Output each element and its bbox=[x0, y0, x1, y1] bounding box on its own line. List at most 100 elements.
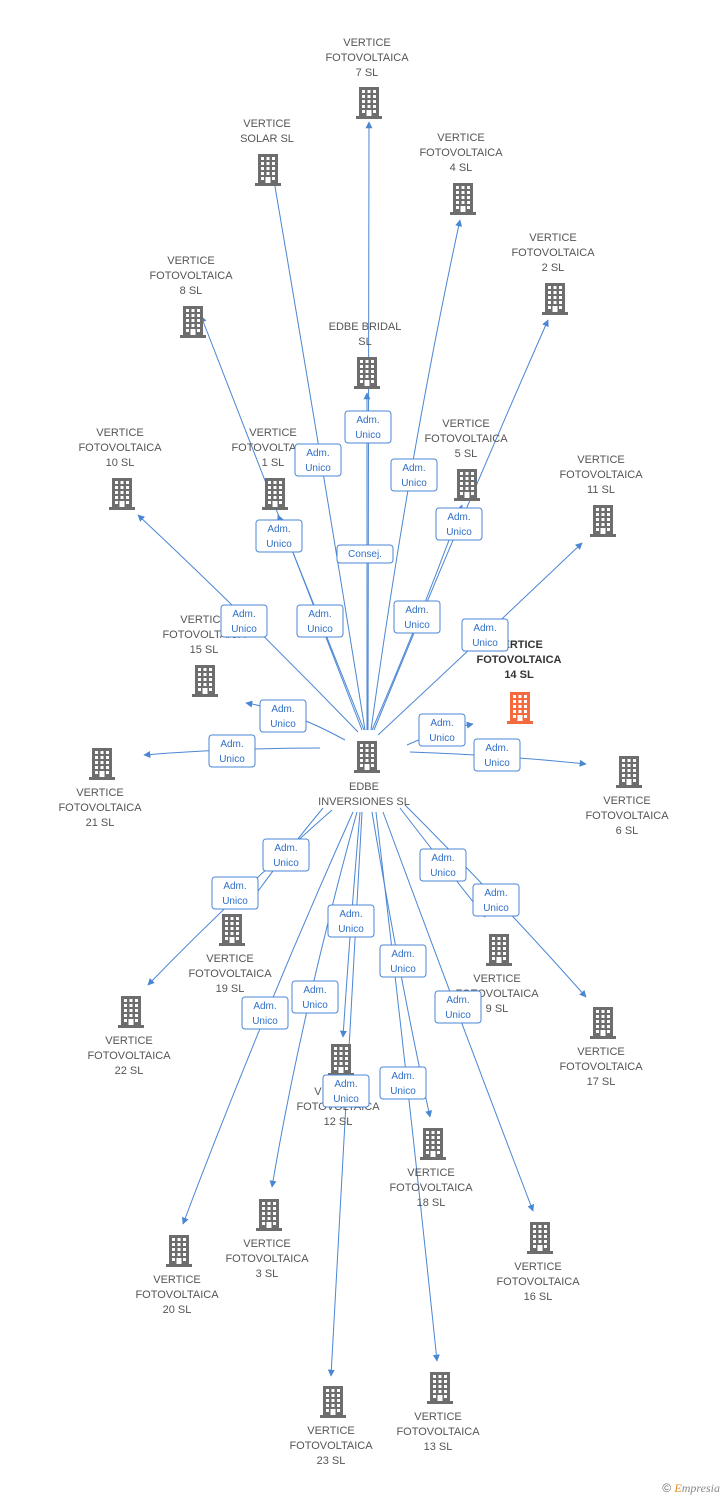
company-label-line: FOTOVOLTAICA bbox=[424, 433, 508, 445]
company-label-line: VERTICE bbox=[167, 255, 214, 267]
company-label-line: FOTOVOLTAICA bbox=[419, 147, 503, 159]
edge-role-text: Adm. bbox=[473, 623, 496, 634]
edge-role-label[interactable]: Adm.Unico bbox=[419, 848, 467, 882]
company-label-line: 15 SL bbox=[190, 644, 219, 656]
company-label-line: FOTOVOLTAICA bbox=[289, 1440, 373, 1452]
edge-role-label[interactable]: Adm.Unico bbox=[461, 618, 509, 652]
company-label-line: FOTOVOLTAICA bbox=[511, 247, 595, 259]
company-label-line: 12 SL bbox=[324, 1116, 353, 1128]
edge-role-text: Adm. bbox=[267, 524, 290, 535]
company-label-line: VERTICE bbox=[76, 787, 123, 799]
company-label-line: 3 SL bbox=[256, 1268, 279, 1280]
edge-role-box bbox=[390, 458, 438, 492]
edge-role-text: Unico bbox=[404, 620, 430, 631]
company-label-line: FOTOVOLTAICA bbox=[188, 968, 272, 980]
edge-role-label[interactable]: Adm.Unico bbox=[291, 980, 339, 1014]
edge-role-label[interactable]: Adm.Unico bbox=[296, 604, 344, 638]
edge-role-text: Consej. bbox=[348, 549, 382, 560]
company-label-line: 16 SL bbox=[524, 1291, 553, 1303]
edge-role-text: Adm. bbox=[339, 909, 362, 920]
company-label-line: 6 SL bbox=[616, 825, 639, 837]
edge-role-label[interactable]: Adm.Unico bbox=[435, 507, 483, 541]
edge-role-box bbox=[241, 996, 289, 1030]
edge-role-text: Adm. bbox=[485, 743, 508, 754]
building-icon bbox=[542, 283, 568, 315]
building-icon bbox=[118, 996, 144, 1028]
edge-role-box bbox=[461, 618, 509, 652]
edge-role-box bbox=[211, 876, 259, 910]
edge-role-label[interactable]: Adm.Unico bbox=[294, 443, 342, 477]
edge-role-box bbox=[220, 604, 268, 638]
edge-role-text: Adm. bbox=[334, 1079, 357, 1090]
edge-role-box bbox=[435, 507, 483, 541]
building-icon bbox=[486, 934, 512, 966]
edge-role-label[interactable]: Adm.Unico bbox=[379, 944, 427, 978]
edge-role-label[interactable]: Adm.Unico bbox=[208, 734, 256, 768]
edge-role-text: Adm. bbox=[430, 718, 453, 729]
edge-role-label[interactable]: Adm.Unico bbox=[262, 838, 310, 872]
edge-role-label[interactable]: Adm. Unico bbox=[473, 738, 521, 772]
building-icon bbox=[192, 665, 218, 697]
edge-role-label[interactable]: Adm.Unico bbox=[255, 519, 303, 553]
center-company-label-line: INVERSIONES SL bbox=[318, 796, 410, 808]
building-icon bbox=[354, 741, 380, 773]
company-label-line: VERTICE bbox=[529, 232, 576, 244]
edge-role-text: Unico bbox=[484, 758, 510, 769]
edge-role-box bbox=[472, 883, 520, 917]
company-label-line: VERTICE bbox=[105, 1035, 152, 1047]
edge-role-label[interactable]: Adm.Unico bbox=[322, 1074, 370, 1108]
edge-role-label[interactable]: Adm.Unico bbox=[434, 990, 482, 1024]
edge-role-label[interactable]: Adm.Unico bbox=[418, 713, 466, 747]
edge-role-label[interactable]: Adm.Unico bbox=[259, 699, 307, 733]
edge-role-text: Unico bbox=[302, 1000, 328, 1011]
edge-role-box bbox=[294, 443, 342, 477]
edge-role-label[interactable]: Adm.Unico bbox=[472, 883, 520, 917]
edge-role-text: Unico bbox=[401, 478, 427, 489]
company-label-line: VERTICE bbox=[514, 1261, 561, 1273]
company-label-line: 21 SL bbox=[86, 817, 115, 829]
building-icon bbox=[328, 1044, 354, 1076]
edge-role-label[interactable]: Adm.Unico bbox=[211, 876, 259, 910]
edge-role-label[interactable]: Adm.Unico bbox=[390, 458, 438, 492]
edge-role-label[interactable]: Adm.Unico bbox=[393, 600, 441, 634]
edge-role-label[interactable]: Adm.Unico bbox=[241, 996, 289, 1030]
edge-role-label[interactable]: Adm.Unico bbox=[327, 904, 375, 938]
edge-role-label[interactable]: Consej. bbox=[336, 544, 394, 564]
company-label-line: FOTOVOLTAICA bbox=[559, 1061, 643, 1073]
edge-role-box bbox=[208, 734, 256, 768]
company-label-line: 18 SL bbox=[417, 1197, 446, 1209]
edge-role-label[interactable]: Adm.Unico bbox=[220, 604, 268, 638]
edge-role-label[interactable]: Adm.Unico bbox=[379, 1066, 427, 1100]
edge-role-label[interactable]: Adm.Unico bbox=[344, 410, 392, 444]
